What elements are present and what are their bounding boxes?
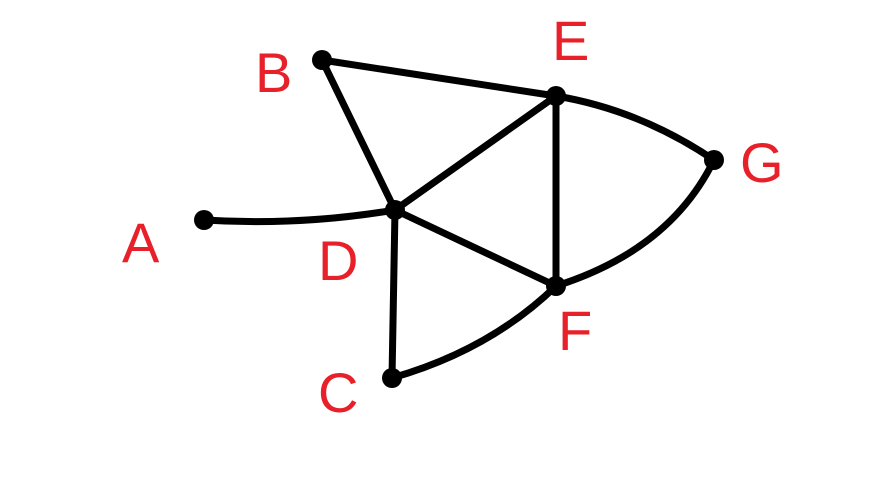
edges-layer: [200, 56, 718, 382]
node-g: [704, 150, 724, 170]
edge-b-e: [318, 56, 560, 100]
node-d: [385, 200, 405, 220]
edge-d-c: [388, 206, 399, 382]
edge-d-f: [391, 206, 560, 290]
edge-f-g: [552, 156, 718, 290]
node-b: [312, 50, 332, 70]
edge-e-g: [552, 92, 718, 164]
node-label-c: C: [318, 361, 358, 424]
edge-a-d: [200, 206, 399, 226]
node-label-d: D: [318, 229, 358, 292]
nodes-layer: [194, 50, 724, 388]
edge-d-e: [391, 92, 560, 214]
node-label-a: A: [122, 211, 160, 274]
node-label-g: G: [740, 131, 784, 194]
labels-layer: A B C D E F G: [122, 9, 784, 424]
node-label-b: B: [255, 41, 292, 104]
node-c: [382, 368, 402, 388]
edge-c-f: [388, 282, 560, 382]
node-a: [194, 210, 214, 230]
node-f: [546, 276, 566, 296]
edge-b-d: [318, 56, 399, 214]
node-label-e: E: [552, 9, 589, 72]
node-e: [546, 86, 566, 106]
node-label-f: F: [558, 299, 592, 362]
